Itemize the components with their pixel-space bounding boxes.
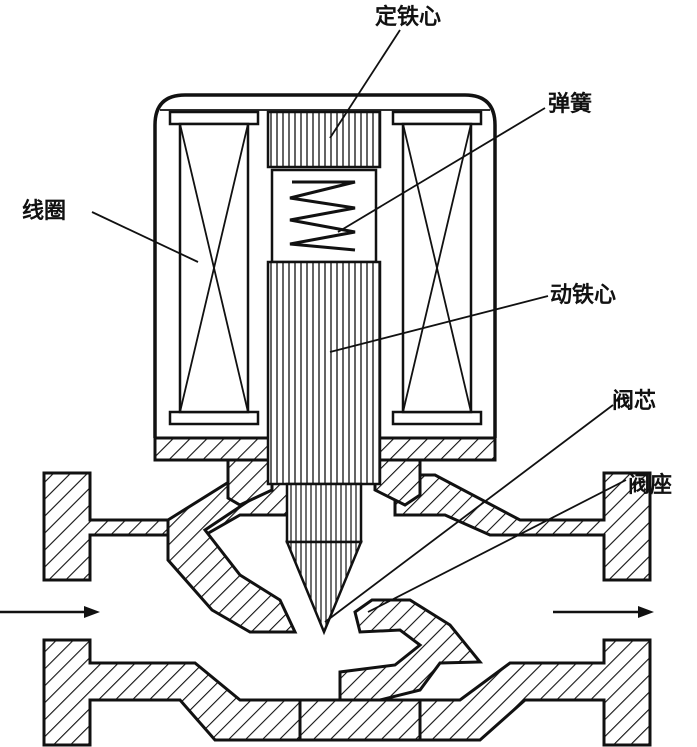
- leader-spring: [337, 107, 546, 233]
- right-coil: [391, 110, 483, 426]
- valve-core-needle: [285, 540, 363, 636]
- valve-body: [42, 458, 652, 747]
- leader-fixed-core: [329, 29, 401, 139]
- leader-coil: [91, 211, 199, 263]
- leader-lines: [91, 29, 627, 623]
- base-plate-right: [376, 436, 497, 462]
- fixed-core: [266, 110, 382, 169]
- solenoid-head: [153, 93, 497, 636]
- label-fixed-core: 定铁心: [375, 4, 441, 30]
- leader-moving-core: [329, 295, 549, 353]
- inlet-flange-bottom: [42, 638, 302, 747]
- body-neck-right: [373, 458, 422, 507]
- inlet-arrow: [0, 606, 100, 618]
- outlet-flange-top: [393, 471, 652, 582]
- outlet-arrow: [553, 606, 654, 618]
- moving-core: [266, 260, 382, 486]
- label-moving-core: 动铁心: [550, 282, 616, 308]
- label-valve-seat: 阀座: [628, 472, 672, 498]
- leader-valve-core: [324, 404, 614, 623]
- base-plate: [153, 436, 272, 462]
- label-valve-core: 阀芯: [612, 389, 656, 414]
- left-coil: [168, 110, 260, 426]
- bottom-channel-wall: [298, 698, 422, 742]
- plunger-stem: [285, 482, 363, 544]
- spring: [289, 180, 356, 252]
- leader-valve-seat: [367, 479, 627, 613]
- valve-seat: [338, 598, 484, 702]
- label-spring: 弹簧: [548, 91, 592, 117]
- label-coil: 线圈: [22, 198, 66, 224]
